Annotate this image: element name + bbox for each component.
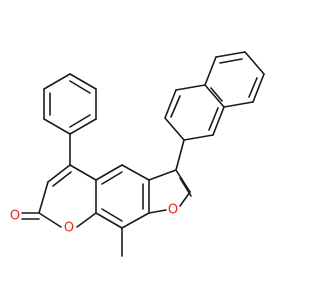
bond-benz-inner-3: [101, 208, 123, 222]
structure-canvas: O O O: [10, 51, 265, 257]
bond-benz-1: [95, 164, 123, 181]
bond-benz-inner-1: [101, 171, 123, 185]
bond-naph-b3: [244, 51, 265, 75]
atom-o-lactone-ring: O: [64, 221, 74, 236]
bond-naph-a5: [212, 106, 225, 136]
bond-c4-c4a: [69, 164, 97, 181]
bond-ph-4: [69, 73, 97, 90]
bond-benz-2: [121, 164, 150, 181]
bond-naph-b-inner-1: [219, 58, 243, 64]
bond-naph-b5: [223, 101, 254, 108]
bond-furan-2: [175, 169, 191, 193]
bond-ph-1: [43, 118, 71, 135]
bond-furan-1: [148, 169, 177, 181]
bond-furan-naphthyl: [175, 139, 185, 171]
bond-naph-a4: [204, 84, 225, 108]
bond-ph-6: [69, 118, 97, 135]
bond-o1-c2: [38, 212, 62, 228]
bond-naph-b2: [215, 51, 246, 58]
bond-ph-inner-2: [69, 80, 91, 94]
bond-naph-a-inner-1: [170, 95, 181, 118]
bond-benz-5: [95, 212, 123, 229]
bond-naph-b1: [204, 56, 217, 86]
bond-ph-3: [43, 73, 71, 90]
bond-furan-3: [179, 191, 191, 207]
bond-ph-inner-3: [69, 114, 91, 128]
bond-naph-a2: [164, 89, 177, 119]
bond-naph-a6: [183, 134, 214, 141]
bond-naph-b-inner-2: [248, 77, 258, 98]
bond-c-carbonyl-c: [38, 181, 49, 214]
bond-c-c-double-ring: [47, 164, 71, 183]
bond-benz-4: [121, 212, 150, 229]
atom-o-carbonyl: O: [10, 209, 20, 224]
bond-naph-a3: [175, 84, 206, 91]
bond-naph-a-inner-2: [208, 107, 219, 131]
atom-o-furan: O: [168, 203, 178, 218]
bond-naph-b4: [252, 73, 265, 103]
bond-c8a-o1: [76, 212, 97, 228]
bond-layer: [21, 51, 265, 257]
atom-label-layer: O O O: [10, 203, 178, 236]
bond-naph-a1: [164, 117, 185, 141]
bond-naph-b-inner-3: [210, 87, 223, 102]
bond-furan-4: [148, 209, 167, 214]
bond-furan-inner: [179, 177, 192, 197]
bond-c3-c4-inner: [52, 171, 72, 187]
molecule-structure-diagram: O O O: [10, 51, 265, 257]
